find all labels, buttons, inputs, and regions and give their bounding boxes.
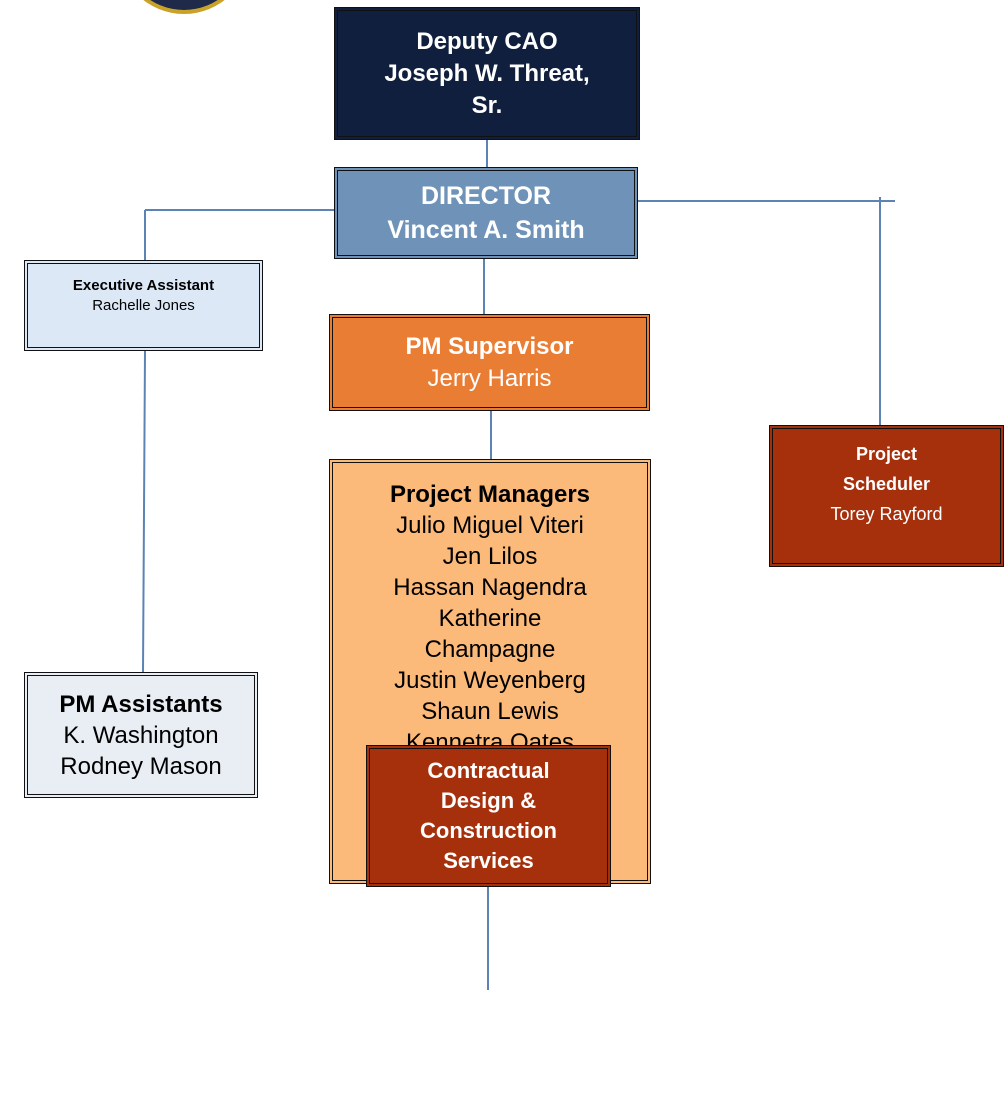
deputy-name-line1: Joseph W. Threat, <box>384 59 590 87</box>
project-manager-line: Champagne <box>424 636 556 663</box>
director-box: DIRECTOR Vincent A. Smith <box>334 167 638 259</box>
contractual-line: Services <box>443 848 534 873</box>
project-manager-line: Shaun Lewis <box>421 698 559 725</box>
executive-assistant-title: Executive Assistant <box>72 277 215 294</box>
pm-supervisor-title: PM Supervisor <box>405 332 574 360</box>
project-manager-line: Justin Weyenberg <box>394 667 586 694</box>
project-manager-line: Jen Lilos <box>442 543 538 570</box>
director-name: Vincent A. Smith <box>387 216 585 244</box>
deputy-cao-box: Deputy CAO Joseph W. Threat, Sr. <box>334 7 640 140</box>
contractual-line: Design & <box>440 788 537 813</box>
connector-exec-pmasst <box>142 350 146 673</box>
pm-assistant-name: K. Washington <box>63 721 219 749</box>
executive-assistant-name: Rachelle Jones <box>92 297 195 314</box>
deputy-name-line2: Sr. <box>471 91 503 119</box>
executive-assistant-box: Executive Assistant Rachelle Jones <box>24 260 263 351</box>
project-scheduler-title-line1: Project <box>855 444 918 464</box>
project-scheduler-name: Torey Rayford <box>830 504 943 524</box>
project-scheduler-box: Project Scheduler Torey Rayford <box>769 425 1004 567</box>
project-manager-line: Hassan Nagendra <box>393 574 587 601</box>
project-managers-title: Project Managers <box>389 481 591 508</box>
contractual-line: Contractual <box>427 758 550 783</box>
pm-assistant-name: Rodney Mason <box>60 752 222 780</box>
project-scheduler-title-line2: Scheduler <box>842 474 931 494</box>
deputy-title: Deputy CAO <box>416 27 558 55</box>
project-manager-line: Julio Miguel Viteri <box>396 512 584 539</box>
pm-assistants-box: PM Assistants K. Washington Rodney Mason <box>24 672 258 798</box>
contractual-line: Construction <box>420 818 557 843</box>
director-title: DIRECTOR <box>420 182 552 210</box>
pm-supervisor-box: PM Supervisor Jerry Harris <box>329 314 650 411</box>
contractual-services-box: Contractual Design & Construction Servic… <box>366 745 611 887</box>
pm-supervisor-name: Jerry Harris <box>427 364 552 392</box>
pm-assistants-title: PM Assistants <box>59 690 223 718</box>
project-manager-line: Katherine <box>438 605 542 632</box>
